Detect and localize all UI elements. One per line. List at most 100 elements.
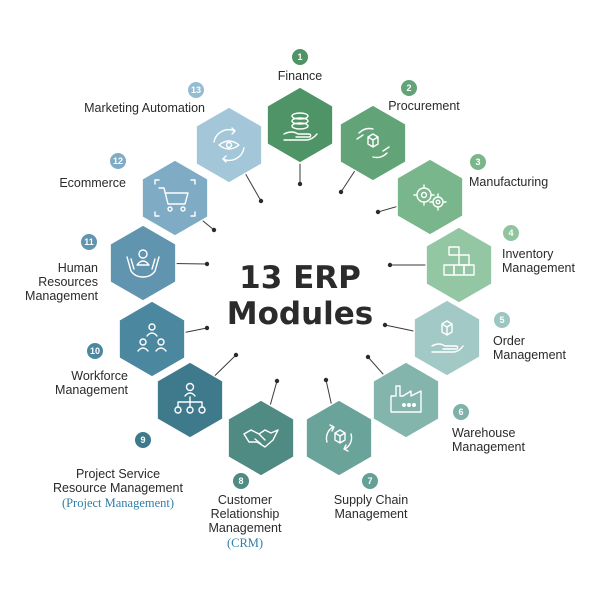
module-number-badge <box>110 153 126 169</box>
module-label: Management <box>335 507 408 521</box>
module-label: Customer <box>218 493 272 507</box>
box-hands-icon <box>356 127 390 159</box>
module-number: 9 <box>140 435 145 445</box>
module-number-badge <box>453 404 469 420</box>
title-line-1: 13 ERP <box>239 260 361 296</box>
connector-dot <box>338 189 344 195</box>
module-label: Relationship <box>211 507 280 521</box>
module-number: 3 <box>475 157 480 167</box>
module-number: 7 <box>367 476 372 486</box>
connector-dot <box>274 378 280 384</box>
module-hexagon-3 <box>396 158 464 236</box>
module-hexagon-5 <box>413 299 481 377</box>
module-label: Order <box>493 334 525 348</box>
module-hexagon-8 <box>227 399 295 477</box>
module-number-badge <box>503 225 519 241</box>
module-hexagon-11 <box>109 224 177 302</box>
box-hand-icon <box>431 320 464 353</box>
title-line-2: Modules <box>227 296 374 332</box>
module-label: Warehouse <box>452 426 516 440</box>
hexagon-shape <box>227 399 295 477</box>
connector-dot <box>365 354 371 360</box>
module-number: 2 <box>406 83 411 93</box>
module-number-badge <box>362 473 378 489</box>
module-label: Management <box>55 383 128 397</box>
hexagon-shape <box>118 300 186 378</box>
module-subtitle: (CRM) <box>227 536 263 550</box>
org-chart-icon <box>174 382 206 414</box>
connector-dot <box>297 181 303 187</box>
module-label: Marketing Automation <box>84 101 205 115</box>
module-hexagon-12 <box>141 159 209 237</box>
hexagon-shape <box>413 299 481 377</box>
module-hexagon-2 <box>339 104 407 182</box>
module-hexagon-13 <box>195 106 263 184</box>
module-number-badge <box>292 49 308 65</box>
module-label: Ecommerce <box>59 176 126 190</box>
module-hexagon-9 <box>156 361 224 439</box>
module-label: Workforce <box>71 369 128 383</box>
person-hands-icon <box>126 249 160 278</box>
module-number-badge <box>87 343 103 359</box>
hexagon-shape <box>141 159 209 237</box>
hexagon-shape <box>266 86 334 164</box>
module-number: 10 <box>90 346 100 356</box>
connector-dot <box>204 325 210 331</box>
module-label: Management <box>502 261 575 275</box>
module-label: Resource Management <box>53 481 183 495</box>
connector-dot <box>375 209 381 215</box>
module-label: Management <box>25 289 98 303</box>
module-number: 13 <box>191 85 201 95</box>
connector-dot <box>211 227 217 233</box>
module-hexagon-6 <box>372 361 440 439</box>
shopping-cart-icon <box>154 179 196 217</box>
module-hexagon-4 <box>425 226 493 304</box>
module-hexagon-10 <box>118 300 186 378</box>
module-hexagon-7 <box>305 399 373 477</box>
module-label: Management <box>209 521 282 535</box>
handshake-icon <box>243 429 279 448</box>
module-number-badge <box>233 473 249 489</box>
module-number: 6 <box>458 407 463 417</box>
connector-dot <box>387 262 393 268</box>
module-number: 5 <box>499 315 504 325</box>
box-cycle-icon <box>325 424 353 452</box>
module-number-badge <box>188 82 204 98</box>
module-label: Supply Chain <box>334 493 408 507</box>
stacked-boxes-icon <box>443 246 475 276</box>
warehouse-icon <box>390 385 422 413</box>
hexagon-shape <box>195 106 263 184</box>
module-label: Finance <box>278 69 323 83</box>
module-label: Human <box>58 261 98 275</box>
module-number: 11 <box>84 237 94 247</box>
hexagon-shape <box>109 224 177 302</box>
eye-cycle-icon <box>213 127 245 163</box>
coins-hand-icon <box>283 112 318 141</box>
module-number: 4 <box>508 228 513 238</box>
module-label: Procurement <box>388 99 460 113</box>
connector-dot <box>204 261 210 267</box>
module-hexagon-1 <box>266 86 334 164</box>
connector-dot <box>382 322 388 328</box>
module-label: Project Service <box>76 467 160 481</box>
module-number-badge <box>81 234 97 250</box>
module-subtitle: (Project Management) <box>62 496 174 510</box>
connector-dot <box>233 352 239 358</box>
connector-dot <box>323 377 329 383</box>
module-number: 12 <box>113 156 123 166</box>
connector-dot <box>258 198 264 204</box>
module-label: Manufacturing <box>469 175 548 189</box>
module-number: 1 <box>297 52 302 62</box>
module-label: Management <box>452 440 525 454</box>
people-group-icon <box>137 323 167 352</box>
module-number-badge <box>494 312 510 328</box>
hexagon-shape <box>305 399 373 477</box>
gears-icon <box>413 184 447 211</box>
module-label: Resources <box>38 275 98 289</box>
module-number-badge <box>135 432 151 448</box>
module-number: 8 <box>238 476 243 486</box>
module-label: Management <box>493 348 566 362</box>
module-label: Inventory <box>502 247 554 261</box>
